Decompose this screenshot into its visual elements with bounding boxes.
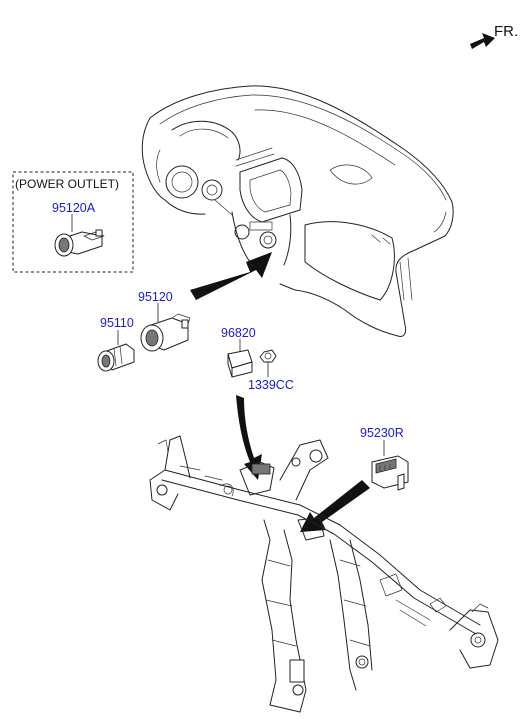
part-number-96820: 96820 [221,326,256,340]
power-outlet-title: (POWER OUTLET) [15,177,119,191]
location-arrow [190,252,272,300]
cigar-lighter-95110 [97,343,135,372]
control-module-95230R [371,455,409,491]
power-outlet-95120A [54,229,105,257]
location-arrow [236,395,262,480]
part-number-95110: 95110 [100,316,134,330]
dashboard-drawing [141,85,454,337]
part-number-1339CC: 1339CC [248,378,294,392]
nut-1339CC [259,349,277,363]
power-outlet-box: (POWER OUTLET) 95120A [12,171,134,273]
relay-96820 [227,349,253,378]
location-arrow [300,480,370,532]
part-number-95230R: 95230R [360,426,404,440]
part-number-95120A: 95120A [52,201,96,215]
cowl-crossbar-frame [149,435,499,713]
fr-label: FR. [494,23,518,40]
part-number-95120: 95120 [138,290,173,304]
front-direction-indicator: FR. [470,23,518,49]
power-outlet-socket-95120 [140,313,191,352]
direction-arrow-icon [470,33,495,49]
